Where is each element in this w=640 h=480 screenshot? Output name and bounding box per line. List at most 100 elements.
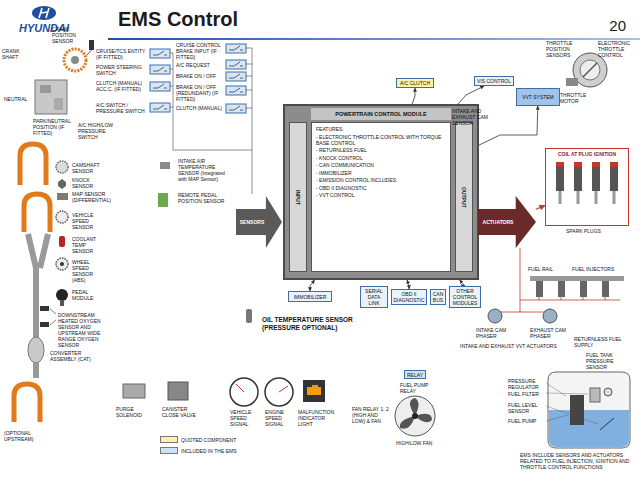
camshaft-gear (56, 161, 68, 173)
fuel-tank (570, 395, 584, 425)
label-slot: PURGE SOLENOID (116, 406, 158, 418)
transmission (35, 80, 67, 114)
crank-wheel (64, 49, 86, 71)
gauge (236, 384, 244, 392)
throttle-body (583, 63, 597, 77)
exhaust-manifold (24, 194, 50, 232)
connector (412, 88, 415, 104)
canister-valve (168, 382, 188, 400)
label-slot: A/C SWITCH / PRESSURE SWITCH (96, 102, 146, 114)
legend-text: QUOTED COMPONENT (181, 437, 261, 443)
component-label: FUEL PUMP (508, 418, 546, 424)
component-label: RETURNLESS FUEL SUPPLY (574, 336, 630, 348)
legend-text: INCLUDED IN THE EMS (181, 448, 261, 454)
switch-icon (150, 44, 246, 113)
knock-sensor (58, 179, 66, 189)
fuel-tank (600, 418, 614, 430)
switch-icon (226, 104, 246, 113)
label-slot: CANISTER CLOSE VALVE (162, 406, 200, 418)
component-label: CRANK POSITION SENSOR (52, 26, 92, 44)
component-label: CRANK SHAFT (2, 48, 36, 60)
label-slot: ENGINE SPEED SIGNAL (265, 409, 295, 427)
component-label: CLUTCH (MANUAL) ACC.C. (IF FITTED) (96, 80, 146, 92)
label-slot: A/C HIGH/LOW PRESSURE SWITCH (78, 122, 122, 140)
component-box: OTHER CONTROL MODULES (449, 286, 481, 308)
label-slot: PEDAL MODULE (72, 289, 106, 301)
label-slot: CONVERTER ASSEMBLY (CAT) (50, 350, 102, 362)
label-slot: DOWNSTREAM HEATED OXYGEN SENSOR AND UPST… (58, 312, 102, 348)
component-label: VEHICLE SPEED SIGNAL (230, 409, 260, 427)
label-slot: KNOCK SENSOR (72, 177, 106, 189)
feature-text: - RETURNLESS FUEL (316, 147, 446, 153)
crank-sensor (89, 40, 94, 50)
label-slot: CRANK SHAFT (2, 48, 36, 60)
label-slot: CRUISE CONTROL BRAKE INPUT (IF FITTED) (176, 42, 222, 60)
fuel-tank (604, 388, 612, 396)
node-text: VIS CONTROL (476, 78, 512, 84)
component-label: DOWNSTREAM HEATED OXYGEN SENSOR AND UPST… (58, 312, 102, 348)
switch-icon (150, 49, 170, 58)
arrow-shape (478, 196, 536, 248)
map-sensor (57, 193, 68, 200)
cam-phaser (488, 309, 557, 323)
component-box: VIS CONTROL (474, 76, 514, 86)
knock-sensor (58, 179, 66, 189)
component-label: INTAKE CAM PHASER (476, 327, 512, 339)
label-slot: WHEEL SPEED SENSOR (ABS) (72, 259, 106, 283)
node-text: A/C CLUTCH (398, 80, 432, 86)
gauge (265, 378, 293, 406)
module-title: POWERTRAIN CONTROL MODULE (335, 111, 427, 118)
radiator-fan (400, 398, 432, 429)
component-label: SPARK PLUGS (566, 228, 616, 234)
io-band: OUTPUT (455, 122, 473, 272)
fuel-injectors (558, 281, 565, 297)
component-label: FUEL INJECTORS (572, 266, 622, 272)
legend-slot: QUOTED COMPONENT (181, 437, 261, 443)
wheel-speed-sensor (56, 258, 68, 270)
pedal-icon (158, 193, 168, 207)
malfunction-lamp (303, 380, 325, 402)
pedal-module (60, 300, 64, 306)
label-slot: MAP SENSOR (DIFFERENTIAL) (72, 191, 120, 203)
ignition-coil (560, 191, 614, 204)
label-slot: FUEL PUMP RELAY (400, 382, 430, 394)
label-slot: CLUTCH (MANUAL) ACC.C. (IF FITTED) (96, 80, 146, 92)
radiator-fan (412, 413, 418, 419)
arrow-shape (236, 196, 282, 248)
label-slot: POWER STEERING SWITCH (96, 64, 146, 76)
throttle-body (580, 60, 600, 80)
component-label: ELECTRONIC THROTTLE CONTROL (598, 40, 636, 58)
node-text: OUTPUT (461, 187, 467, 208)
component-label: CONVERTER ASSEMBLY (CAT) (50, 350, 102, 362)
crank-wheel (71, 56, 79, 64)
switch-icon (229, 62, 243, 66)
label-slot: CRANK POSITION SENSOR (52, 26, 92, 44)
oxygen-sensor (40, 306, 49, 311)
label-slot: INTAKE AIR TEMPERATURE SENSOR (Integrate… (178, 158, 226, 182)
label-slot: FUEL RAIL (528, 266, 554, 272)
map-sensor (57, 193, 68, 200)
signal-arrow: SENSORS (236, 196, 282, 248)
page-number: 20 (596, 18, 626, 33)
component-box: CAN BUS (430, 289, 446, 305)
gauge (279, 386, 288, 392)
label-slot: PARK/NEUTRAL POSITION (IF FITTED) (33, 118, 75, 136)
exhaust-pipe (14, 234, 48, 422)
node-text: INPUT (295, 190, 301, 205)
node-text: OTHER CONTROL MODULES (451, 288, 479, 306)
camshaft-gear (56, 161, 68, 173)
label-slot: COOLANT TEMP SENSOR (72, 236, 106, 254)
component-label: CLUTCH (MANUAL) (176, 105, 222, 111)
connector (310, 280, 315, 291)
feature-text: FEATURES: (316, 126, 446, 132)
label-slot: SPARK PLUGS (566, 228, 616, 234)
feature-text: - VVT CONTROL (316, 192, 446, 198)
signal-arrow: ACTUATORS (478, 196, 536, 248)
oxygen-sensor (40, 306, 56, 327)
switch-icon (153, 105, 167, 109)
fuel-tank (548, 372, 630, 448)
purge-solenoid (123, 384, 145, 398)
ignition-coil (574, 167, 582, 191)
label-slot: THROTTLE MOTOR (560, 92, 600, 104)
